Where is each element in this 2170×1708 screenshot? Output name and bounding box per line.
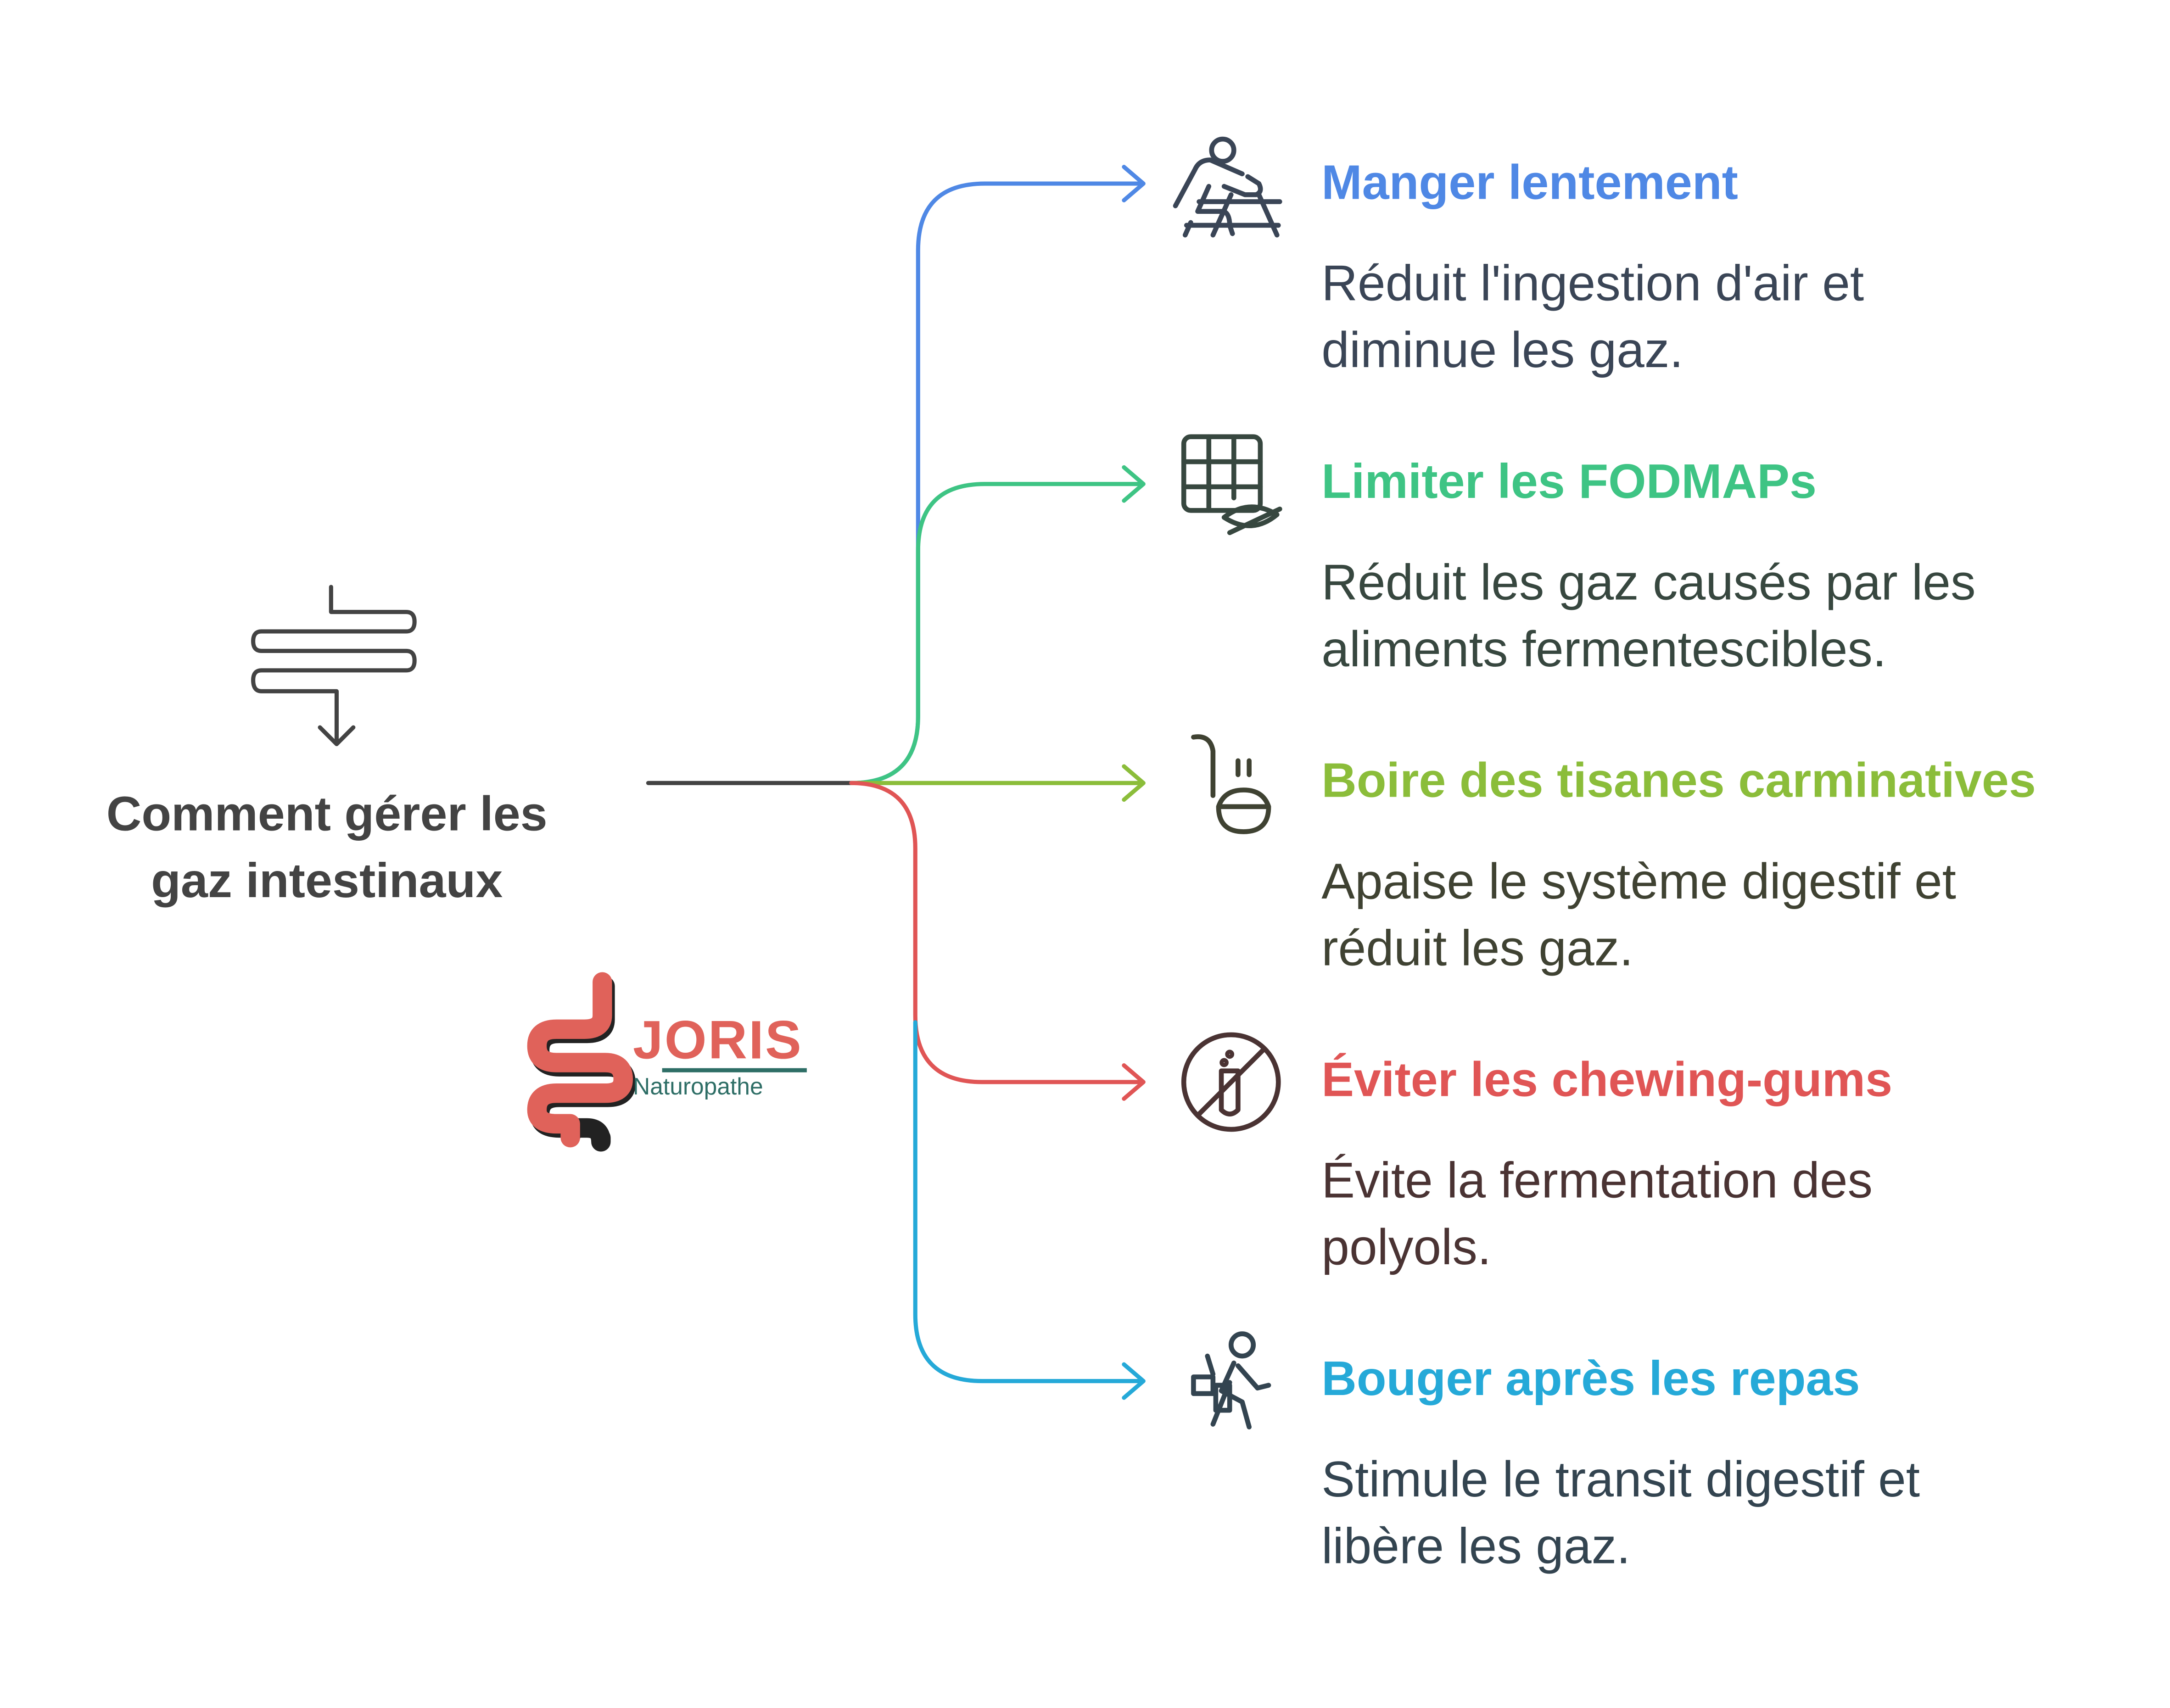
branch-2	[849, 465, 1146, 785]
desc-line: Réduit les gaz causés par les	[1321, 553, 1976, 611]
item-title: Limiter les FODMAPs	[1321, 455, 1817, 509]
item-boire-tisanes: Boire des tisanes carminatives Apaise le…	[1321, 751, 2156, 982]
desc-line: réduit les gaz.	[1321, 919, 1633, 977]
desc-line: Évite la fermentation des	[1321, 1151, 1873, 1209]
logo-name: JORIS	[633, 1011, 803, 1071]
no-chewing-gum-icon	[1181, 1032, 1281, 1132]
item-title: Boire des tisanes carminatives	[1321, 754, 2036, 808]
desc-line: aliments fermentescibles.	[1321, 620, 1887, 677]
desc-line: libère les gaz.	[1321, 1517, 1631, 1574]
desc-line: polyols.	[1321, 1218, 1492, 1276]
central-topic-line-1: Comment gérer les	[106, 787, 548, 842]
logo-subtitle: Naturopathe	[633, 1073, 763, 1100]
desc-line: Réduit l'ingestion d'air et	[1321, 254, 1864, 312]
intestine-icon	[251, 585, 417, 747]
person-eating-at-table-icon	[1173, 136, 1282, 238]
item-limiter-fodmaps: Limiter les FODMAPs Réduit les gaz causé…	[1321, 452, 2156, 683]
item-title: Éviter les chewing-gums	[1321, 1053, 1893, 1107]
item-description: Évite la fermentation des polyols.	[1321, 1147, 2156, 1281]
branch-3	[849, 764, 1146, 802]
branch-4	[849, 781, 1146, 1101]
branch-5	[913, 1020, 1146, 1400]
central-topic: Comment gérer les gaz intestinaux	[56, 781, 598, 915]
central-topic-line-2: gaz intestinaux	[151, 854, 503, 909]
grid-with-slashed-eye-icon	[1181, 434, 1282, 536]
ladle-steam-icon	[1191, 734, 1271, 834]
item-manger-lentement: Manger lentement Réduit l'ingestion d'ai…	[1321, 153, 2156, 384]
item-description: Apaise le système digestif et réduit les …	[1321, 848, 2156, 982]
item-eviter-chewing-gums: Éviter les chewing-gums Évite la ferment…	[1321, 1050, 2156, 1281]
person-walking-icon	[1191, 1331, 1271, 1429]
desc-line: diminue les gaz.	[1321, 321, 1683, 379]
item-title: Manger lentement	[1321, 156, 1738, 210]
item-description: Réduit l'ingestion d'air et diminue les g…	[1321, 251, 2156, 384]
logo-underline	[662, 1068, 807, 1072]
item-title: Bouger après les repas	[1321, 1351, 1860, 1407]
branch-1	[849, 165, 1146, 785]
logo-intestine-mark	[527, 972, 636, 1152]
desc-line: Stimule le transit digestif et	[1321, 1451, 1920, 1508]
desc-line: Apaise le système digestif et	[1321, 852, 1957, 910]
item-description: Stimule le transit digestif et libère les…	[1321, 1446, 2156, 1580]
item-description: Réduit les gaz causés par les aliments fe…	[1321, 549, 2156, 683]
item-bouger-apres-repas: Bouger après les repas Stimule le transi…	[1321, 1349, 2156, 1580]
